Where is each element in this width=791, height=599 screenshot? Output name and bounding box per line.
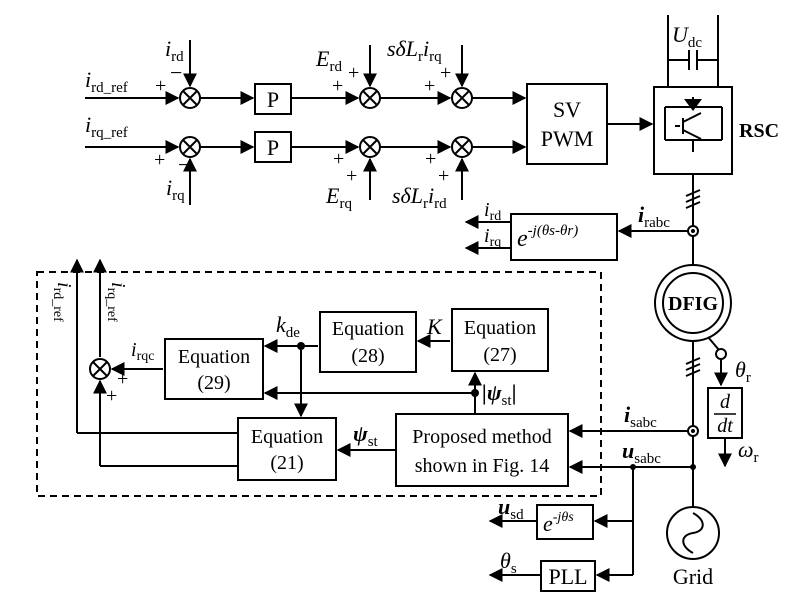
rotor-side-converter: Udc RSC xyxy=(653,15,779,175)
svg-text:+: + xyxy=(424,75,435,97)
psi-abs-label: |ψst| xyxy=(482,380,516,409)
svg-text:PLL: PLL xyxy=(548,564,587,589)
svg-text:+: + xyxy=(154,149,165,171)
pll-block xyxy=(540,560,596,592)
svg-text:+: + xyxy=(440,62,451,84)
e-rd-label: Erd xyxy=(315,46,342,75)
svg-text:Equation: Equation xyxy=(251,426,323,448)
equation-28-block xyxy=(319,311,417,373)
svg-text:+: + xyxy=(333,148,344,170)
igbt-icon xyxy=(664,97,723,152)
svg-text:−: − xyxy=(178,152,190,177)
rotor-frame-rotation-expr: e-j(θs-θr) xyxy=(517,223,578,252)
q-axis-current-loop: irq_ref + − irq P + + Erq + + sδLrird xyxy=(85,112,527,212)
psi-st-label: ψst xyxy=(353,421,379,450)
proposed-method-block xyxy=(395,413,569,487)
svg-text:+: + xyxy=(117,368,128,390)
theta-s-label: θs xyxy=(500,548,517,577)
svg-text:dt: dt xyxy=(717,415,733,437)
p-controller-q xyxy=(254,131,292,163)
i-rq-ref-label: irq_ref xyxy=(85,112,128,141)
rotor-frame-transform-block xyxy=(510,213,618,261)
dfig-machine: DFIG θr d dt ωr xyxy=(654,264,759,468)
svg-text:+: + xyxy=(346,165,357,187)
grid-source: Grid xyxy=(666,506,720,589)
rsc-label: RSC xyxy=(739,120,779,142)
k-de-label: kde xyxy=(276,312,300,341)
i-rq-ref-output-label: irq_ref xyxy=(104,282,129,322)
stator-frame-transform-block xyxy=(536,504,594,540)
plus-sign: + xyxy=(155,75,166,97)
k-label: K xyxy=(426,314,443,339)
omega-r-label: ωr xyxy=(738,437,759,466)
svg-text:shown in Fig. 14: shown in Fig. 14 xyxy=(415,455,549,477)
cross-coupling-q-label: sδLrirq xyxy=(387,36,442,65)
e-rq-label: Erq xyxy=(325,183,352,212)
i-sabc-label: isabc xyxy=(624,402,657,431)
svg-text:(28): (28) xyxy=(351,345,384,367)
svg-text:+: + xyxy=(438,165,449,187)
i-rqc-label: irqc xyxy=(131,339,154,364)
svg-text:d: d xyxy=(720,391,731,413)
svg-text:Proposed method: Proposed method xyxy=(412,426,551,448)
minus-sign: − xyxy=(170,60,182,85)
svg-text:SV: SV xyxy=(553,97,581,122)
svg-text:Equation: Equation xyxy=(178,346,250,368)
i-rd-output-label: ird xyxy=(484,199,501,224)
equation-27-block xyxy=(451,308,549,372)
svg-text:P: P xyxy=(267,135,279,160)
svg-text:P: P xyxy=(267,87,279,112)
svg-text:Equation: Equation xyxy=(332,318,404,340)
svg-text:(27): (27) xyxy=(483,344,516,366)
i-rd-ref-output-label: ird_ref xyxy=(50,282,75,322)
svg-text:(29): (29) xyxy=(197,372,230,394)
rotor-position-sensor xyxy=(715,348,727,360)
rotor-three-phase-line xyxy=(685,174,701,268)
u-sabc-label: usabc xyxy=(622,438,661,467)
svg-text:+: + xyxy=(425,148,436,170)
i-rq-feedback-label: irq xyxy=(166,175,185,204)
proposed-control-region xyxy=(36,271,602,497)
svpwm-block xyxy=(526,83,608,165)
stator-three-phase-line xyxy=(685,341,701,507)
theta-r-label: θr xyxy=(735,357,751,386)
derivative-block xyxy=(707,387,743,439)
grid-label: Grid xyxy=(673,564,713,589)
i-rd-feedback-label: ird xyxy=(165,36,184,65)
i-rq-output-label: irq xyxy=(484,225,501,250)
dfig-label: DFIG xyxy=(668,293,718,315)
equation-29-block xyxy=(164,338,264,400)
d-axis-current-loop: ird_ref + ird − P Erd + + sδLrirq + + xyxy=(85,36,527,115)
svg-text:+: + xyxy=(106,385,117,407)
i-rd-ref-label: ird_ref xyxy=(85,67,128,96)
i-rabc-label: irabc xyxy=(638,202,670,231)
equation-21-block xyxy=(237,417,337,481)
svg-text:PWM: PWM xyxy=(541,126,594,151)
stator-frame-rotation-expr: e-jθs xyxy=(543,510,574,536)
cross-coupling-d-label: sδLrird xyxy=(392,183,447,212)
svg-text:(21): (21) xyxy=(270,452,303,474)
u-sd-label: usd xyxy=(498,494,524,523)
svg-text:+: + xyxy=(348,62,359,84)
u-dc-label: Udc xyxy=(672,22,702,51)
p-controller-d xyxy=(254,83,292,115)
svg-text:Equation: Equation xyxy=(464,317,536,339)
svg-text:+: + xyxy=(332,75,343,97)
